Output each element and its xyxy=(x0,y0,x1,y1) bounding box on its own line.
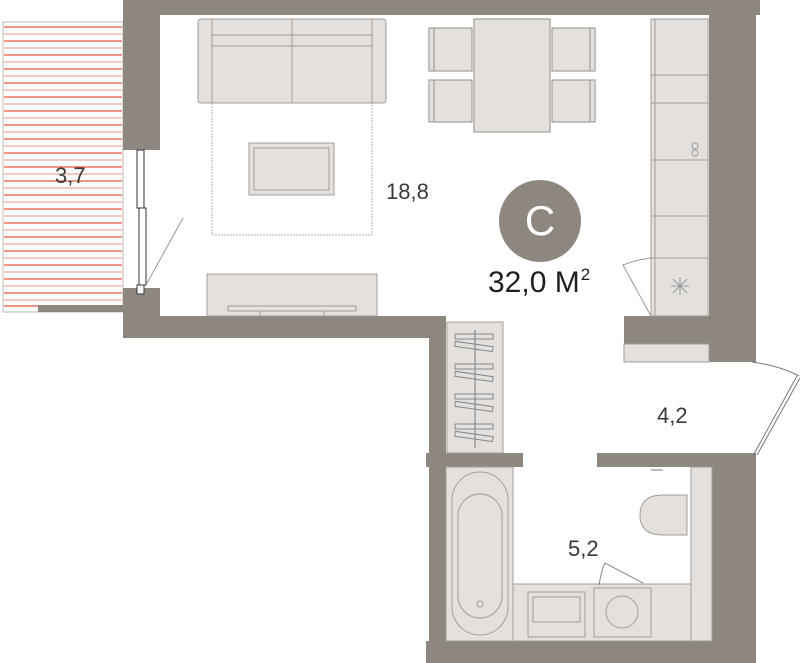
walls xyxy=(123,0,760,663)
total-area: 32,0 М2 xyxy=(488,265,591,299)
sink-icon xyxy=(691,142,699,157)
total-area-value: 32,0 xyxy=(488,266,547,299)
balcony-area-label: 3,7 xyxy=(55,163,86,188)
entrance-door xyxy=(751,361,800,456)
hallway-area-label: 4,2 xyxy=(657,403,688,428)
total-area-unit-exp: 2 xyxy=(580,265,591,284)
apartment-type-letter: C xyxy=(524,197,556,244)
balcony-door xyxy=(136,149,184,295)
rug xyxy=(211,102,373,236)
kitchen-counter xyxy=(622,18,710,363)
apartment-type-badge: C xyxy=(499,180,581,262)
tv-stand xyxy=(206,273,378,317)
wardrobe xyxy=(446,321,504,454)
dining-set xyxy=(428,18,596,133)
living-room-area-label: 18,8 xyxy=(386,179,429,204)
stove-icon xyxy=(671,277,689,295)
coffee-table xyxy=(248,142,335,196)
sofa xyxy=(197,18,387,104)
balcony xyxy=(2,21,124,313)
total-area-unit: М xyxy=(554,266,580,299)
bathroom-area-label: 5,2 xyxy=(568,536,599,561)
bathroom-fixtures xyxy=(445,466,713,642)
